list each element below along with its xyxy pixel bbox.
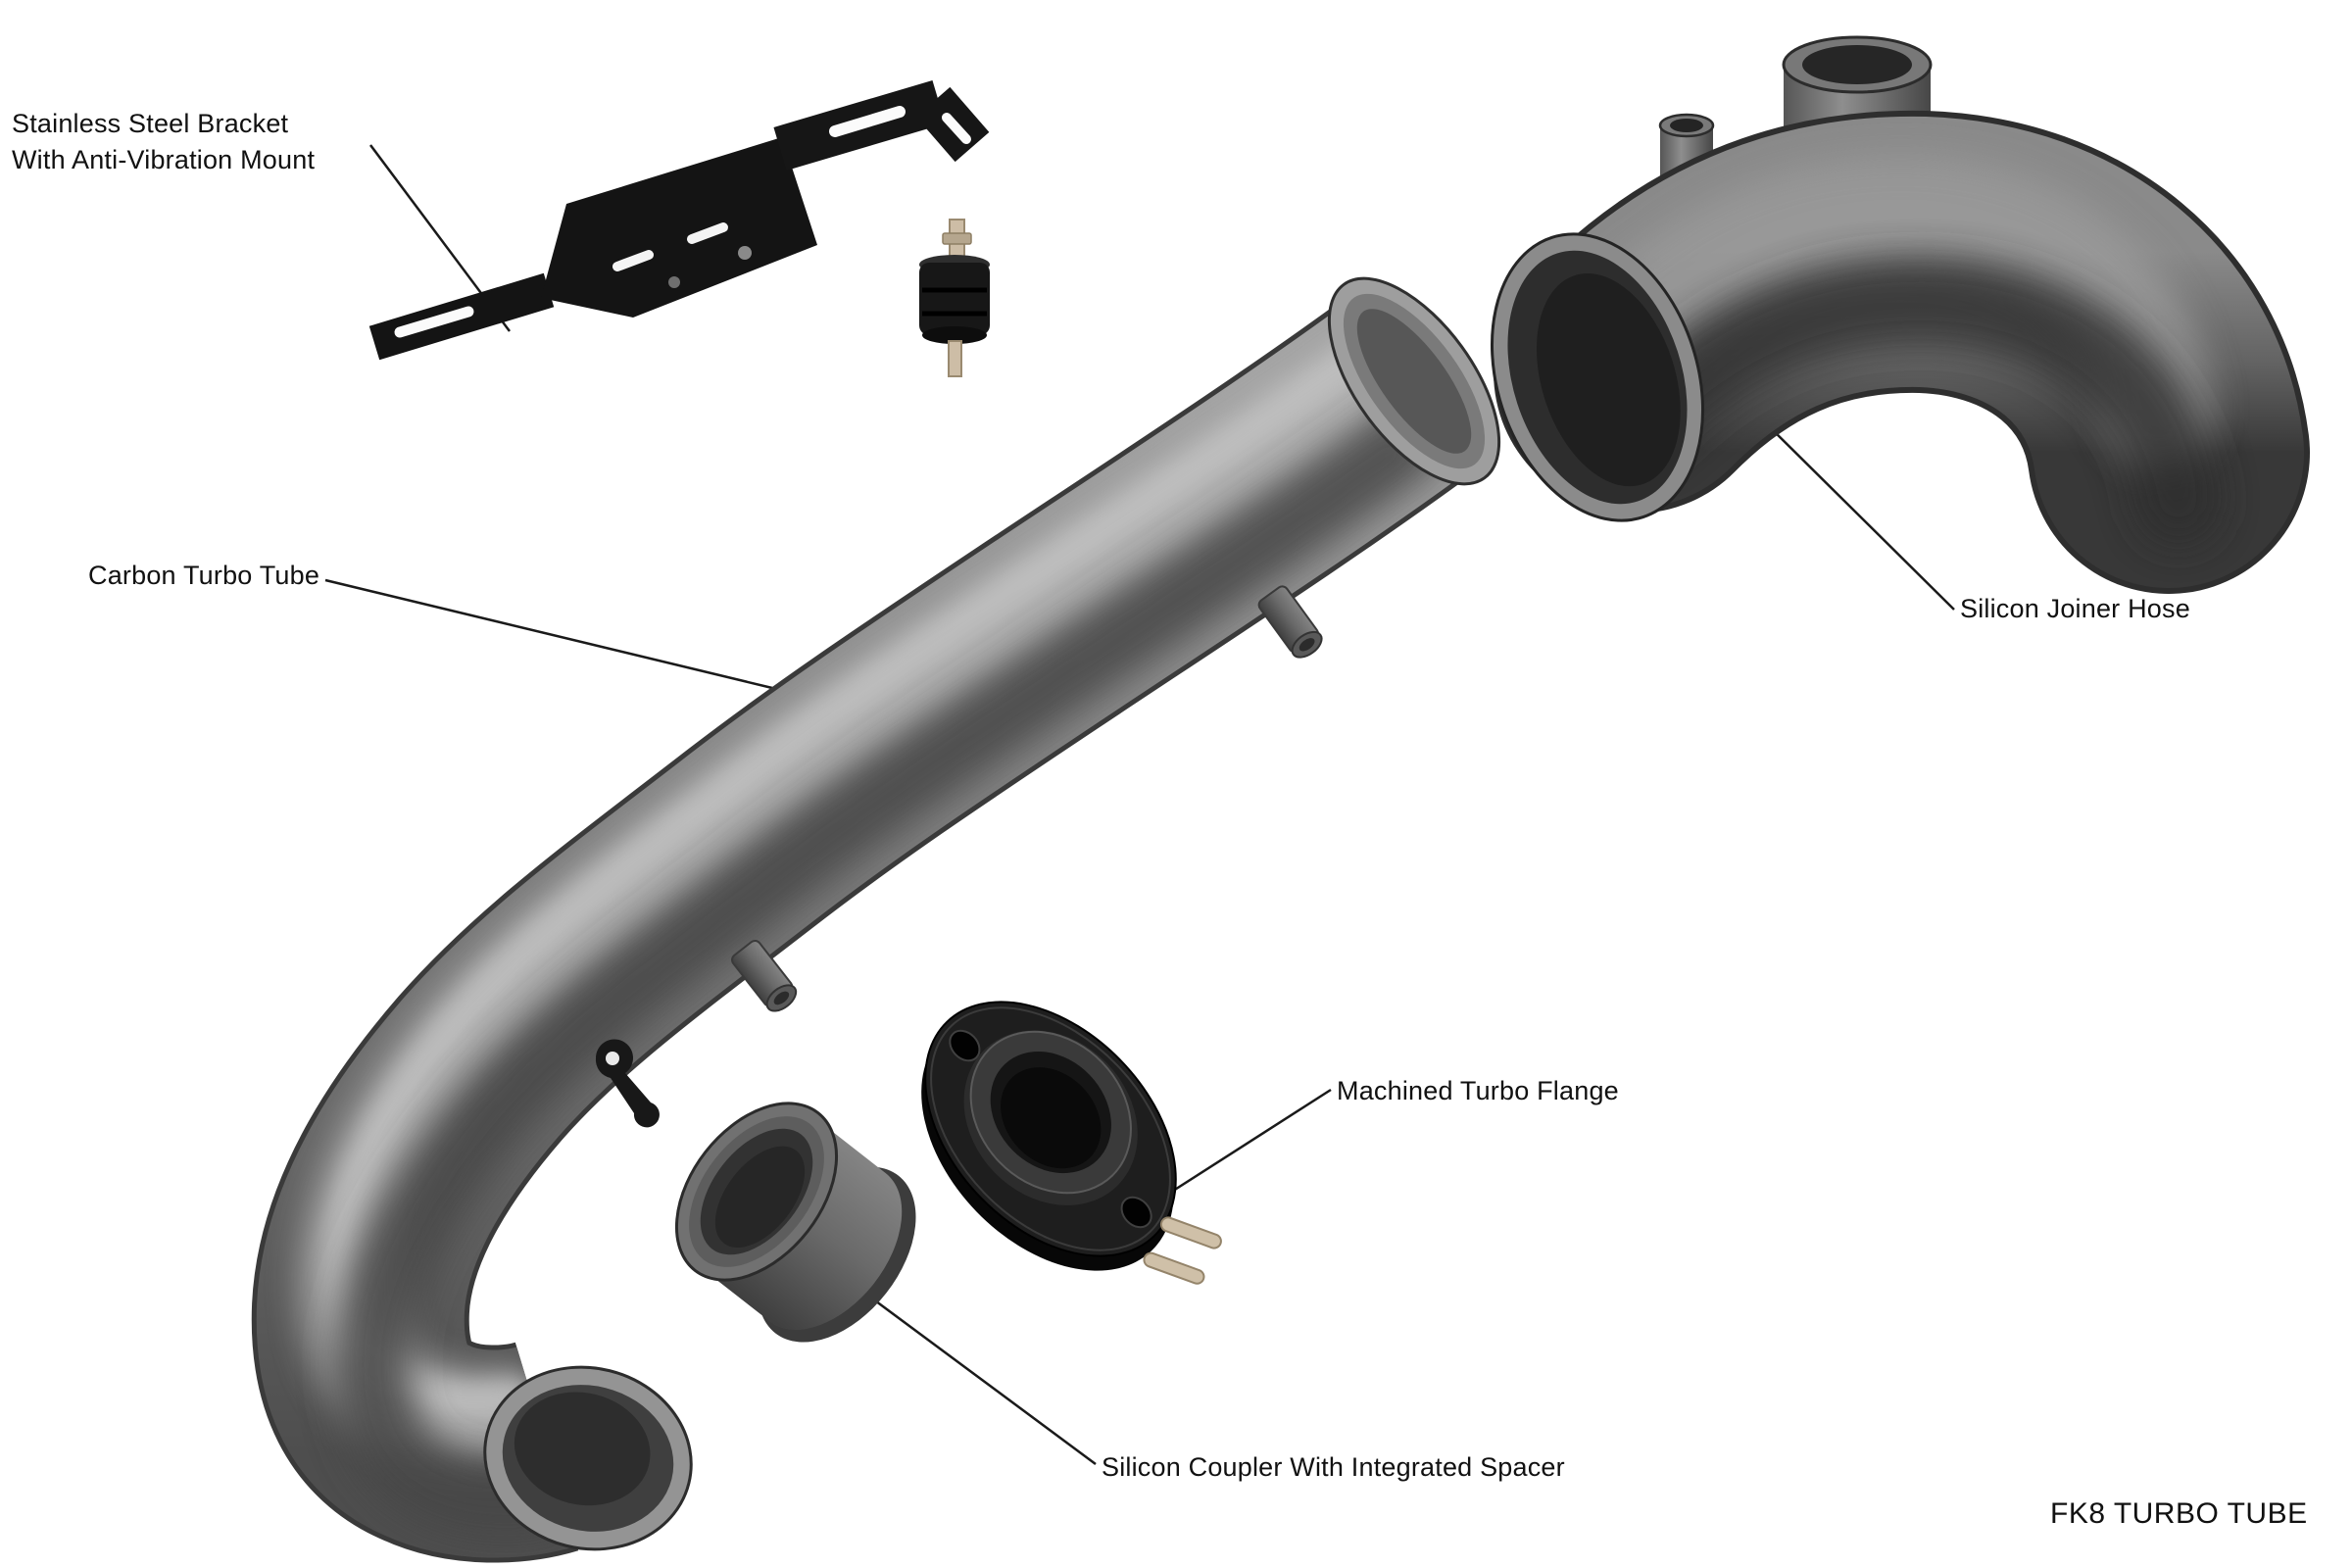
leader-turbo-flange [1155,1088,1332,1203]
leader-carbon-tube [324,578,773,690]
hose-large-port-bore [1802,45,1912,84]
mount-ridges [922,287,987,317]
mount-rubber-body [919,263,990,335]
bracket-plate [541,137,817,318]
flange-bolt-hole-lower [1120,1196,1152,1229]
carbon-turbo-tube [343,250,1533,1568]
tube-nipple-lower [731,939,798,1012]
label-machined-turbo-flange: Machined Turbo Flange [1337,1076,1619,1105]
bracket-lower-slot [394,306,474,338]
anti-vibration-mount [919,219,990,377]
label-bracket-line2: With Anti-Vibration Mount [12,145,316,174]
bracket-hole-1 [738,246,752,260]
bracket-plate-slot-1 [612,250,654,271]
mount-bottom-stud [948,340,962,377]
label-carbon-turbo-tube: Carbon Turbo Tube [88,561,320,590]
tube-nipple-upper [1257,585,1323,659]
tube-outlet-end [483,1365,693,1551]
mount-top-nut [942,232,972,245]
label-silicon-coupler: Silicon Coupler With Integrated Spacer [1102,1452,1565,1482]
flange-studs [1143,1216,1222,1285]
bracket-hole-2 [668,276,680,288]
bracket-upper-slot [829,106,906,137]
leader-coupler [859,1288,1097,1466]
hose-small-port-bore [1670,119,1703,132]
hose-opening [1490,232,1705,522]
machined-turbo-flange [921,1001,1177,1271]
label-bracket-line1: Stainless Steel Bracket [12,109,289,138]
mount-body-bottom [922,326,987,344]
tube-inlet-end [1327,276,1501,486]
diagram-title: FK8 TURBO TUBE [2050,1497,2308,1530]
silicon-coupler [674,1102,916,1343]
label-silicon-joiner-hose: Silicon Joiner Hose [1960,594,2190,623]
flange-stud-1 [1159,1216,1222,1250]
stainless-steel-bracket [368,79,990,361]
flange-bore [1001,1067,1102,1169]
leader-joiner-hose [1763,420,1955,611]
flange-bolt-hole-upper [949,1029,981,1062]
silicon-joiner-hose [1490,35,2179,548]
mounting-tab [595,1039,660,1128]
flange-stud-2 [1143,1251,1205,1285]
bracket-end-slot [942,113,971,144]
label-bracket: Stainless Steel Bracket With Anti-Vibrat… [12,106,315,178]
bracket-plate-slot-2 [687,222,728,244]
